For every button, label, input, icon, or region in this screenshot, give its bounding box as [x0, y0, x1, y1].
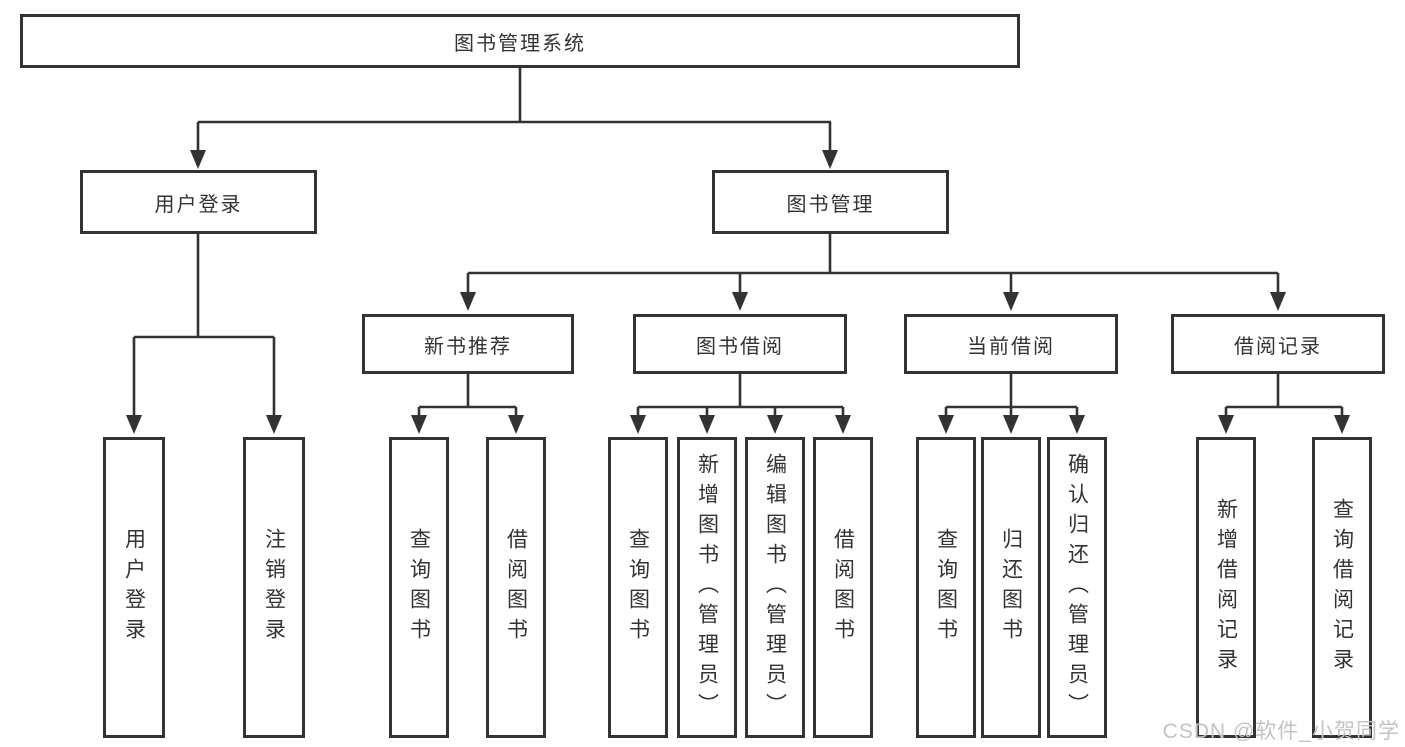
node-leaf-bb-add-book-label: 新增图书（管理员）	[695, 452, 719, 723]
edge-line	[417, 374, 518, 417]
edge-arrowhead	[835, 415, 851, 434]
edge-arrowhead	[508, 415, 524, 434]
node-root: 图书管理系统	[20, 14, 1020, 68]
edge-line	[1224, 374, 1344, 417]
node-book-borrow: 图书借阅	[633, 314, 847, 374]
node-leaf-cb-query-book-label: 查询图书	[934, 527, 958, 648]
edge-userlogin-to-leaves	[126, 234, 282, 434]
edge-line	[636, 374, 845, 417]
edge-arrowhead	[190, 150, 206, 169]
node-current-borrow-label: 当前借阅	[967, 335, 1055, 358]
node-leaf-bb-query-book: 查询图书	[608, 437, 668, 738]
node-leaf-logout-label: 注销登录	[262, 527, 286, 648]
node-book-management: 图书管理	[712, 170, 949, 234]
node-leaf-bb-edit-book-label: 编辑图书（管理员）	[763, 452, 787, 723]
node-leaf-user-login-label: 用户登录	[122, 527, 146, 648]
node-leaf-cb-confirm-return-label: 确认归还（管理员）	[1065, 452, 1089, 723]
edge-arrowhead	[1003, 292, 1019, 311]
edge-bookmgmt-to-level3	[460, 234, 1286, 311]
edge-arrowhead	[699, 415, 715, 434]
node-leaf-bb-edit-book: 编辑图书（管理员）	[745, 437, 805, 738]
edge-arrowhead	[1069, 415, 1085, 434]
node-leaf-br-add-record-label: 新增借阅记录	[1214, 497, 1238, 678]
node-book-management-label: 图书管理	[786, 193, 875, 216]
edge-arrowhead	[767, 415, 783, 434]
node-leaf-bb-borrow-book: 借阅图书	[813, 437, 873, 738]
node-leaf-user-login: 用户登录	[103, 437, 165, 738]
node-leaf-cb-confirm-return: 确认归还（管理员）	[1047, 437, 1107, 738]
edge-arrowhead	[1218, 415, 1234, 434]
node-leaf-cb-return-book: 归还图书	[981, 437, 1041, 738]
node-new-book-recommend: 新书推荐	[362, 314, 574, 374]
node-leaf-cb-query-book: 查询图书	[916, 437, 976, 738]
node-borrow-records-label: 借阅记录	[1234, 335, 1322, 358]
edge-arrowhead	[938, 415, 954, 434]
edge-arrowhead	[822, 150, 838, 169]
edge-line	[944, 374, 1079, 417]
node-leaf-logout: 注销登录	[243, 437, 305, 738]
edge-arrowhead	[126, 415, 142, 434]
node-leaf-bb-add-book: 新增图书（管理员）	[677, 437, 737, 738]
edge-arrowhead	[460, 292, 476, 311]
edge-root-to-level2	[190, 68, 838, 169]
node-user-login: 用户登录	[80, 170, 317, 234]
node-leaf-rec-query-book-label: 查询图书	[407, 527, 431, 648]
node-leaf-br-add-record: 新增借阅记录	[1196, 437, 1256, 738]
node-borrow-records: 借阅记录	[1171, 314, 1385, 374]
node-leaf-rec-borrow-book-label: 借阅图书	[504, 527, 528, 648]
edge-arrowhead	[1270, 292, 1286, 311]
node-book-borrow-label: 图书借阅	[696, 335, 784, 358]
node-new-book-recommend-label: 新书推荐	[424, 335, 512, 358]
edge-line	[466, 234, 1280, 294]
node-leaf-rec-borrow-book: 借阅图书	[486, 437, 546, 738]
node-leaf-br-query-record: 查询借阅记录	[1312, 437, 1372, 738]
node-leaf-cb-return-book-label: 归还图书	[999, 527, 1023, 648]
edge-arrowhead	[411, 415, 427, 434]
edge-arrowhead	[266, 415, 282, 434]
edge-line	[132, 234, 276, 417]
node-root-label: 图书管理系统	[454, 32, 586, 55]
edge-borrowrecords-to-leaves	[1218, 374, 1350, 434]
edge-arrowhead	[1334, 415, 1350, 434]
edge-arrowhead	[732, 292, 748, 311]
edge-line	[196, 68, 832, 152]
node-leaf-br-query-record-label: 查询借阅记录	[1330, 497, 1354, 678]
edge-currentborrow-to-leaves	[938, 374, 1085, 434]
edge-bookborrow-to-leaves	[630, 374, 851, 434]
edge-newbookrec-to-leaves	[411, 374, 524, 434]
csdn-watermark: CSDN @软件_小贺同学	[1162, 720, 1400, 743]
node-current-borrow: 当前借阅	[904, 314, 1118, 374]
node-leaf-bb-borrow-book-label: 借阅图书	[831, 527, 855, 648]
node-user-login-label: 用户登录	[154, 193, 243, 216]
node-leaf-rec-query-book: 查询图书	[389, 437, 449, 738]
edge-arrowhead	[630, 415, 646, 434]
edge-arrowhead	[1003, 415, 1019, 434]
node-leaf-bb-query-book-label: 查询图书	[626, 527, 650, 648]
